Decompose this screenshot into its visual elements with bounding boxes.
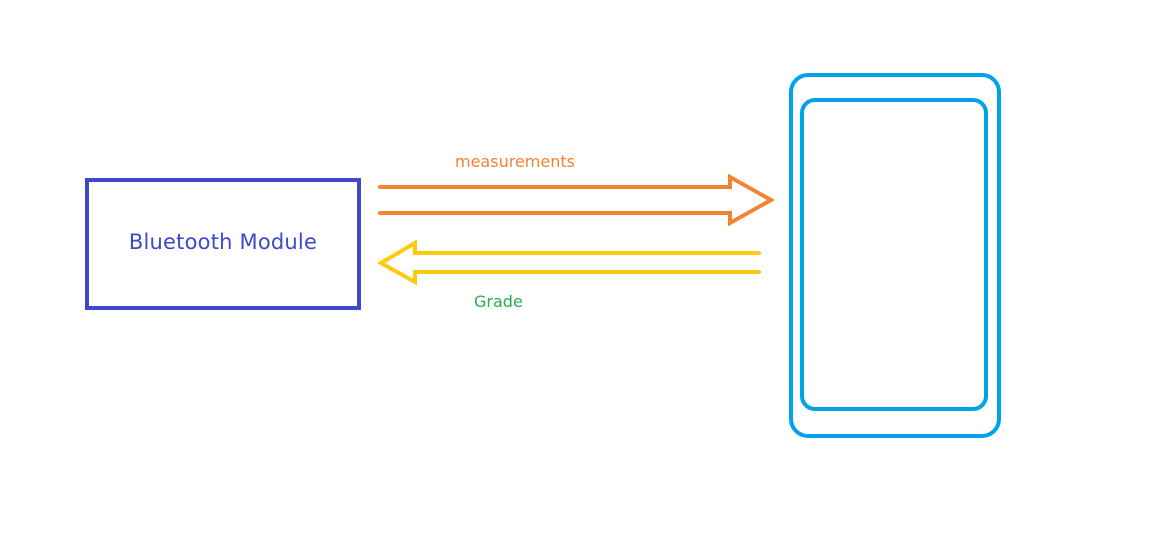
phone-screen [800, 98, 988, 411]
phone-outer-frame [789, 73, 1001, 438]
measurements-label: measurements [455, 152, 575, 171]
bluetooth-module-box: Bluetooth Module [85, 178, 361, 310]
bluetooth-module-label: Bluetooth Module [128, 230, 318, 254]
measurements-arrow [378, 173, 776, 227]
grade-arrow [376, 239, 761, 286]
grade-label: Grade [474, 292, 523, 311]
